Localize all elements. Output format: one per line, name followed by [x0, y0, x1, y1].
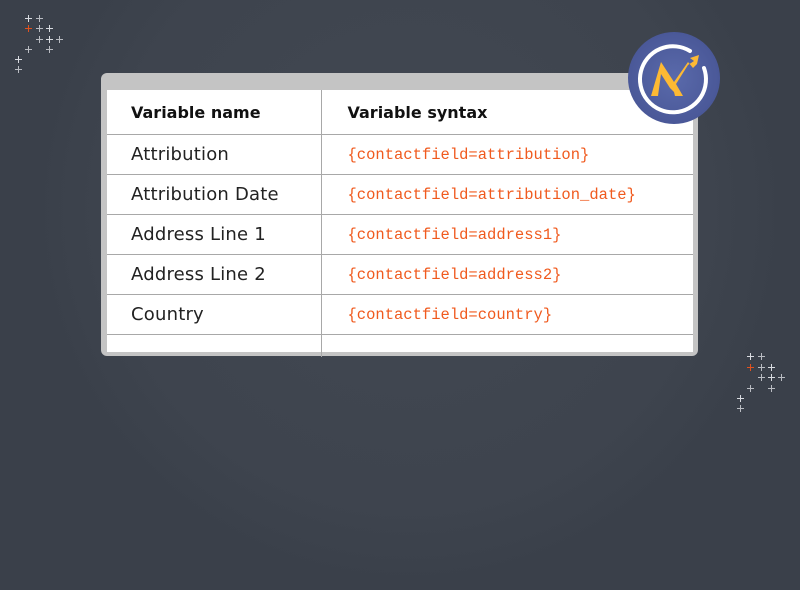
variable-syntax-cell: {contactfield=attribution} [321, 134, 693, 175]
variable-syntax-cell [321, 335, 693, 358]
table-row: Address Line 2 {contactfield=address2} [107, 254, 693, 295]
variable-name-cell: Address Line 2 [107, 254, 322, 295]
header-variable-name: Variable name [107, 90, 322, 135]
variable-syntax-cell: {contactfield=address1} [321, 214, 693, 255]
header-variable-syntax: Variable syntax [321, 90, 693, 135]
table-row: Attribution {contactfield=attribution} [107, 134, 693, 175]
table-row: Country {contactfield=country} [107, 294, 693, 335]
variable-syntax-cell: {contactfield=address2} [321, 254, 693, 295]
table-row: Attribution Date {contactfield=attributi… [107, 174, 693, 215]
mautic-logo-icon [628, 32, 720, 124]
variable-name-cell: Attribution [107, 134, 322, 175]
table-row: Address Line 1 {contactfield=address1} [107, 214, 693, 255]
variable-syntax-cell: {contactfield=country} [321, 294, 693, 335]
variable-name-cell: Address Line 1 [107, 214, 322, 255]
variable-name-cell [107, 334, 322, 357]
variable-syntax-cell: {contactfield=attribution_date} [321, 174, 693, 215]
variable-name-cell: Attribution Date [107, 174, 322, 215]
table-row-empty [107, 334, 693, 358]
table-header-row: Variable name Variable syntax [107, 90, 693, 135]
variables-table-container: Variable name Variable syntax Attributio… [107, 90, 693, 357]
variable-name-cell: Country [107, 294, 322, 335]
variables-table: Variable name Variable syntax Attributio… [107, 90, 693, 357]
